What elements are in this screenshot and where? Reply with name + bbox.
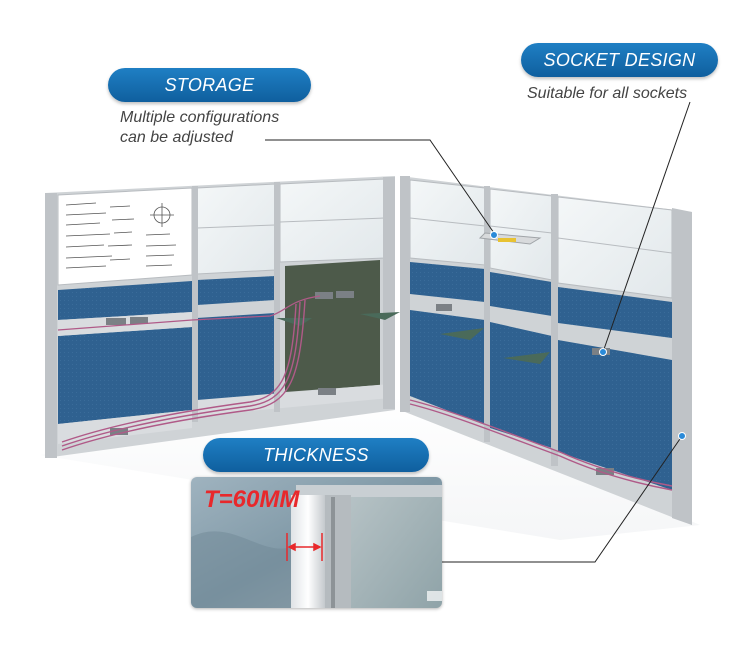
leader-dot — [490, 231, 498, 239]
shelf-bracket — [503, 352, 550, 364]
leader-dot — [678, 432, 686, 440]
socket-module — [318, 388, 336, 395]
socket-caption-text: Suitable for all sockets — [527, 85, 688, 102]
socket-design-title: SOCKET DESIGN — [543, 49, 696, 70]
left-wall — [45, 176, 400, 458]
inset-illustration — [191, 477, 442, 608]
aluminium-profile — [291, 495, 325, 608]
glass-pane — [196, 183, 276, 275]
socket-caption: Suitable for all sockets — [527, 84, 687, 104]
storage-badge: STORAGE — [108, 68, 311, 102]
socket-module — [315, 292, 333, 299]
thickness-marker — [286, 533, 323, 561]
thickness-badge: THICKNESS — [203, 438, 429, 472]
right-wall — [400, 176, 692, 525]
socket-module — [130, 317, 148, 324]
shelf-bracket — [360, 312, 400, 320]
whiteboard-formulas — [65, 202, 177, 269]
socket-module — [110, 428, 128, 435]
storage-caption-line2: can be adjusted — [120, 129, 233, 146]
green-tackboard — [285, 260, 380, 392]
storage-title: STORAGE — [164, 74, 255, 95]
socket-module — [336, 291, 354, 298]
thickness-inset-photo — [191, 477, 442, 608]
glass-pane — [557, 196, 673, 299]
socket-design-badge: SOCKET DESIGN — [521, 43, 718, 77]
leader-dot — [599, 348, 607, 356]
thickness-measure-label: T=60MM — [204, 486, 300, 513]
socket-module — [436, 304, 452, 311]
shelf-bracket — [440, 328, 484, 340]
thickness-title: THICKNESS — [263, 444, 369, 465]
socket-module — [106, 318, 126, 325]
storage-caption-line1: Multiple configurations — [120, 109, 280, 126]
whiteboard — [57, 187, 193, 286]
socket-module — [596, 468, 614, 475]
storage-caption: Multiple configurations can be adjusted — [120, 108, 279, 148]
callout-leaders — [265, 101, 691, 563]
